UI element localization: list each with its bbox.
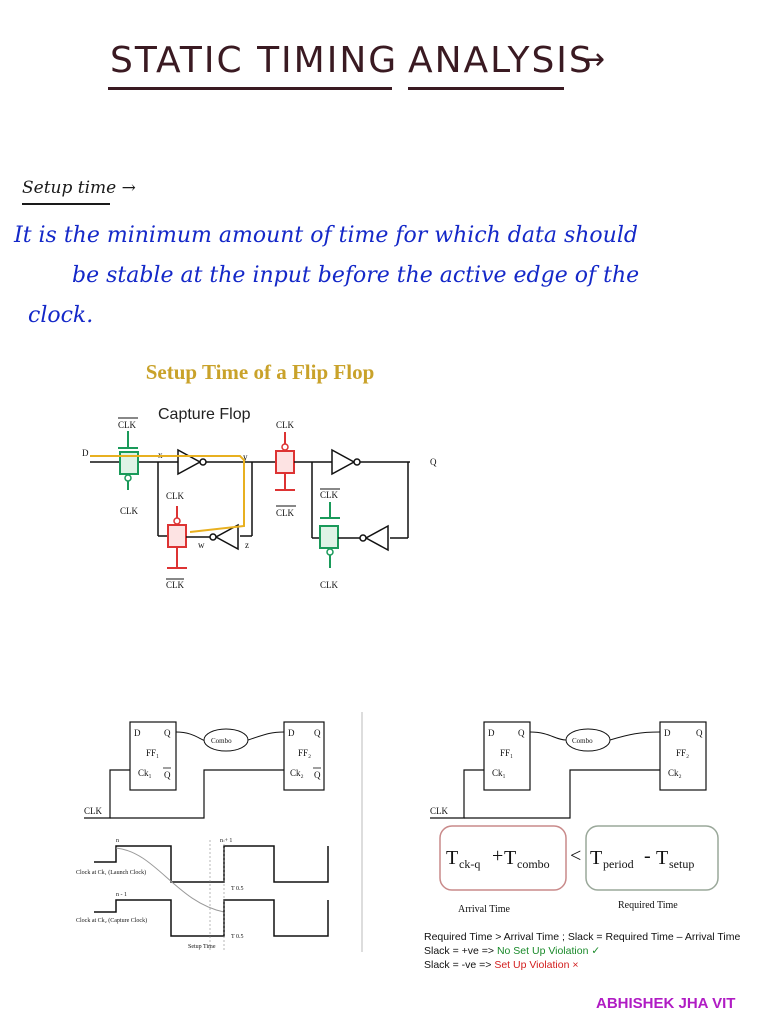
ff1-d-label: D (134, 728, 141, 738)
arrival-time-label: Arrival Time (458, 904, 511, 915)
eq-ck2-label: Ck₂ (668, 768, 682, 778)
tc-label-2: T 0.5 (231, 934, 244, 940)
nm1-label: n - 1 (116, 892, 127, 898)
definition-line-3: clock. (28, 303, 94, 328)
eq-minus: - (644, 845, 651, 867)
clk-label-1: CLK (118, 420, 137, 430)
eq-ff1-label: FF₁ (500, 748, 513, 758)
setup-time-wave-label: Setup Time (188, 944, 216, 950)
launch-capture-diagram: D Q FF₁ Ck₁ Q Combo D Q FF₂ Ck₂ Q CLK Cl… (76, 712, 363, 952)
setup-definition: It is the minimum amount of time for whi… (14, 216, 734, 336)
title-word-1: STATIC TIMING (110, 40, 399, 81)
slack-line-3: Slack = -ve => Set Up Violation × (424, 958, 764, 972)
clk-label-8: CLK (320, 580, 339, 590)
eq-ff2-label: FF₂ (676, 748, 689, 758)
ff2-qbar-label: Q (314, 770, 321, 780)
eq-ck1-label: Ck₁ (492, 768, 506, 778)
setup-time-arrow: → (121, 178, 136, 198)
clk-label-2: CLK (120, 506, 139, 516)
clk-label-6: CLK (276, 508, 295, 518)
eq-tsetup: T (656, 847, 668, 869)
violation-text: Set Up Violation × (494, 959, 579, 971)
eq-tcombo-sub: combo (517, 857, 550, 871)
definition-line-2: be stable at the input before the active… (72, 263, 640, 288)
clk-label-3: CLK (166, 491, 185, 501)
capture-clock-label: Clock at Ck₂ (Capture Clock) (76, 917, 147, 924)
title-underline-2 (408, 87, 564, 90)
figure1-title: Setup Time of a Flip Flop (145, 360, 375, 384)
eq-tckq-sub: ck-q (459, 857, 480, 871)
setup-equation-diagram: D Q FF₁ Ck₁ Combo D Q FF₂ Ck₂ CLK T ck-q… (430, 721, 719, 915)
slack-negative-text: Slack = -ve => (424, 959, 495, 971)
n-label: n (116, 838, 119, 844)
figure1-caption: Capture Flop (158, 406, 251, 423)
combo-label: Combo (211, 737, 232, 745)
ck2-label: Ck₂ (290, 768, 304, 778)
eq-ff1-d: D (488, 728, 495, 738)
slack-explanation: Required Time > Arrival Time ; Slack = R… (424, 930, 764, 972)
ff2-d-label: D (288, 728, 295, 738)
clk-label-wire: CLK (84, 806, 103, 816)
ff1-qbar-label: Q (164, 770, 171, 780)
eq-ff2-q: Q (696, 728, 703, 738)
ck1-label: Ck₁ (138, 768, 152, 778)
eq-tsetup-sub: setup (669, 857, 694, 871)
ff1-label: FF₁ (146, 748, 159, 758)
eq-tperiod-sub: period (603, 857, 634, 871)
eq-lt: < (570, 845, 581, 867)
eq-tckq: T (446, 847, 458, 869)
required-time-label: Required Time (618, 900, 678, 911)
ff2-q-label: Q (314, 728, 321, 738)
clk-label-7: CLK (320, 490, 339, 500)
setup-time-label: Setup time → (22, 178, 136, 198)
slack-line-1: Required Time > Arrival Time ; Slack = R… (424, 931, 741, 943)
clk-label-5: CLK (276, 420, 295, 430)
ff2-label: FF₂ (298, 748, 311, 758)
eq-combo-label: Combo (572, 737, 593, 745)
setup-time-underline (22, 203, 110, 205)
tc-label-1: T 0.5 (231, 886, 244, 892)
q-label: Q (430, 457, 437, 467)
z-label: z (245, 540, 249, 550)
title-arrow: → (580, 42, 608, 77)
author-credit: ABHISHEK JHA VIT (596, 995, 736, 1012)
eq-ff1-q: Q (518, 728, 525, 738)
clk-label-4: CLK (166, 580, 185, 590)
eq-ff2-d: D (664, 728, 671, 738)
definition-line-1: It is the minimum amount of time for whi… (14, 223, 638, 248)
slack-line-2: Slack = +ve => No Set Up Violation ✓ (424, 944, 764, 958)
w-label: w (198, 540, 205, 550)
y-label: y (243, 452, 248, 462)
slack-positive-text: Slack = +ve => (424, 945, 497, 957)
title-word-2: ANALYSIS (408, 40, 594, 81)
title-underline-1 (108, 87, 392, 90)
eq-tperiod: T (590, 847, 602, 869)
setup-time-text: Setup time (22, 178, 117, 198)
d-label: D (82, 448, 89, 458)
flip-flop-circuit-diagram: CLK D CLK x y CLK CLK w z CLK CLK Q CL (82, 417, 437, 590)
eq-clk-label: CLK (430, 806, 449, 816)
page-title: STATIC TIMING ANALYSIS → (110, 40, 630, 100)
launch-clock-label: Clock at Ck₁ (Launch Clock) (76, 869, 146, 876)
ff1-q-label: Q (164, 728, 171, 738)
no-violation-text: No Set Up Violation ✓ (496, 945, 601, 957)
n1-label: n + 1 (220, 838, 232, 844)
eq-plus: + (492, 845, 503, 867)
eq-tcombo: T (504, 847, 516, 869)
